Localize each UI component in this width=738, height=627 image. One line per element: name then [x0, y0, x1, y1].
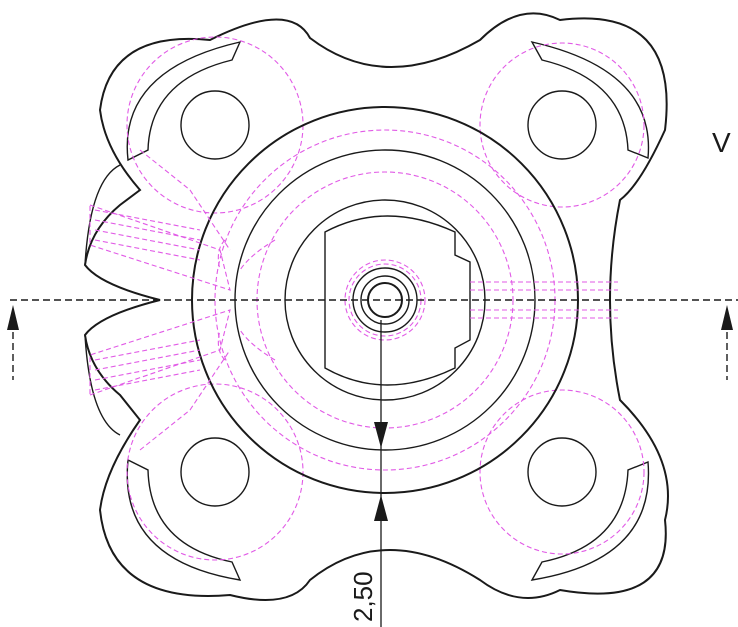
hidden-corner-circles	[126, 36, 645, 561]
corner-slots	[126, 40, 650, 581]
flange-outline	[83, 12, 669, 601]
dimension-label: 2,50	[348, 571, 378, 622]
dimension-2-50	[374, 320, 388, 627]
view-label: V	[712, 127, 731, 158]
corner-holes	[180, 90, 597, 507]
left-threaded-bosses	[84, 149, 231, 451]
section-line	[7, 299, 738, 380]
